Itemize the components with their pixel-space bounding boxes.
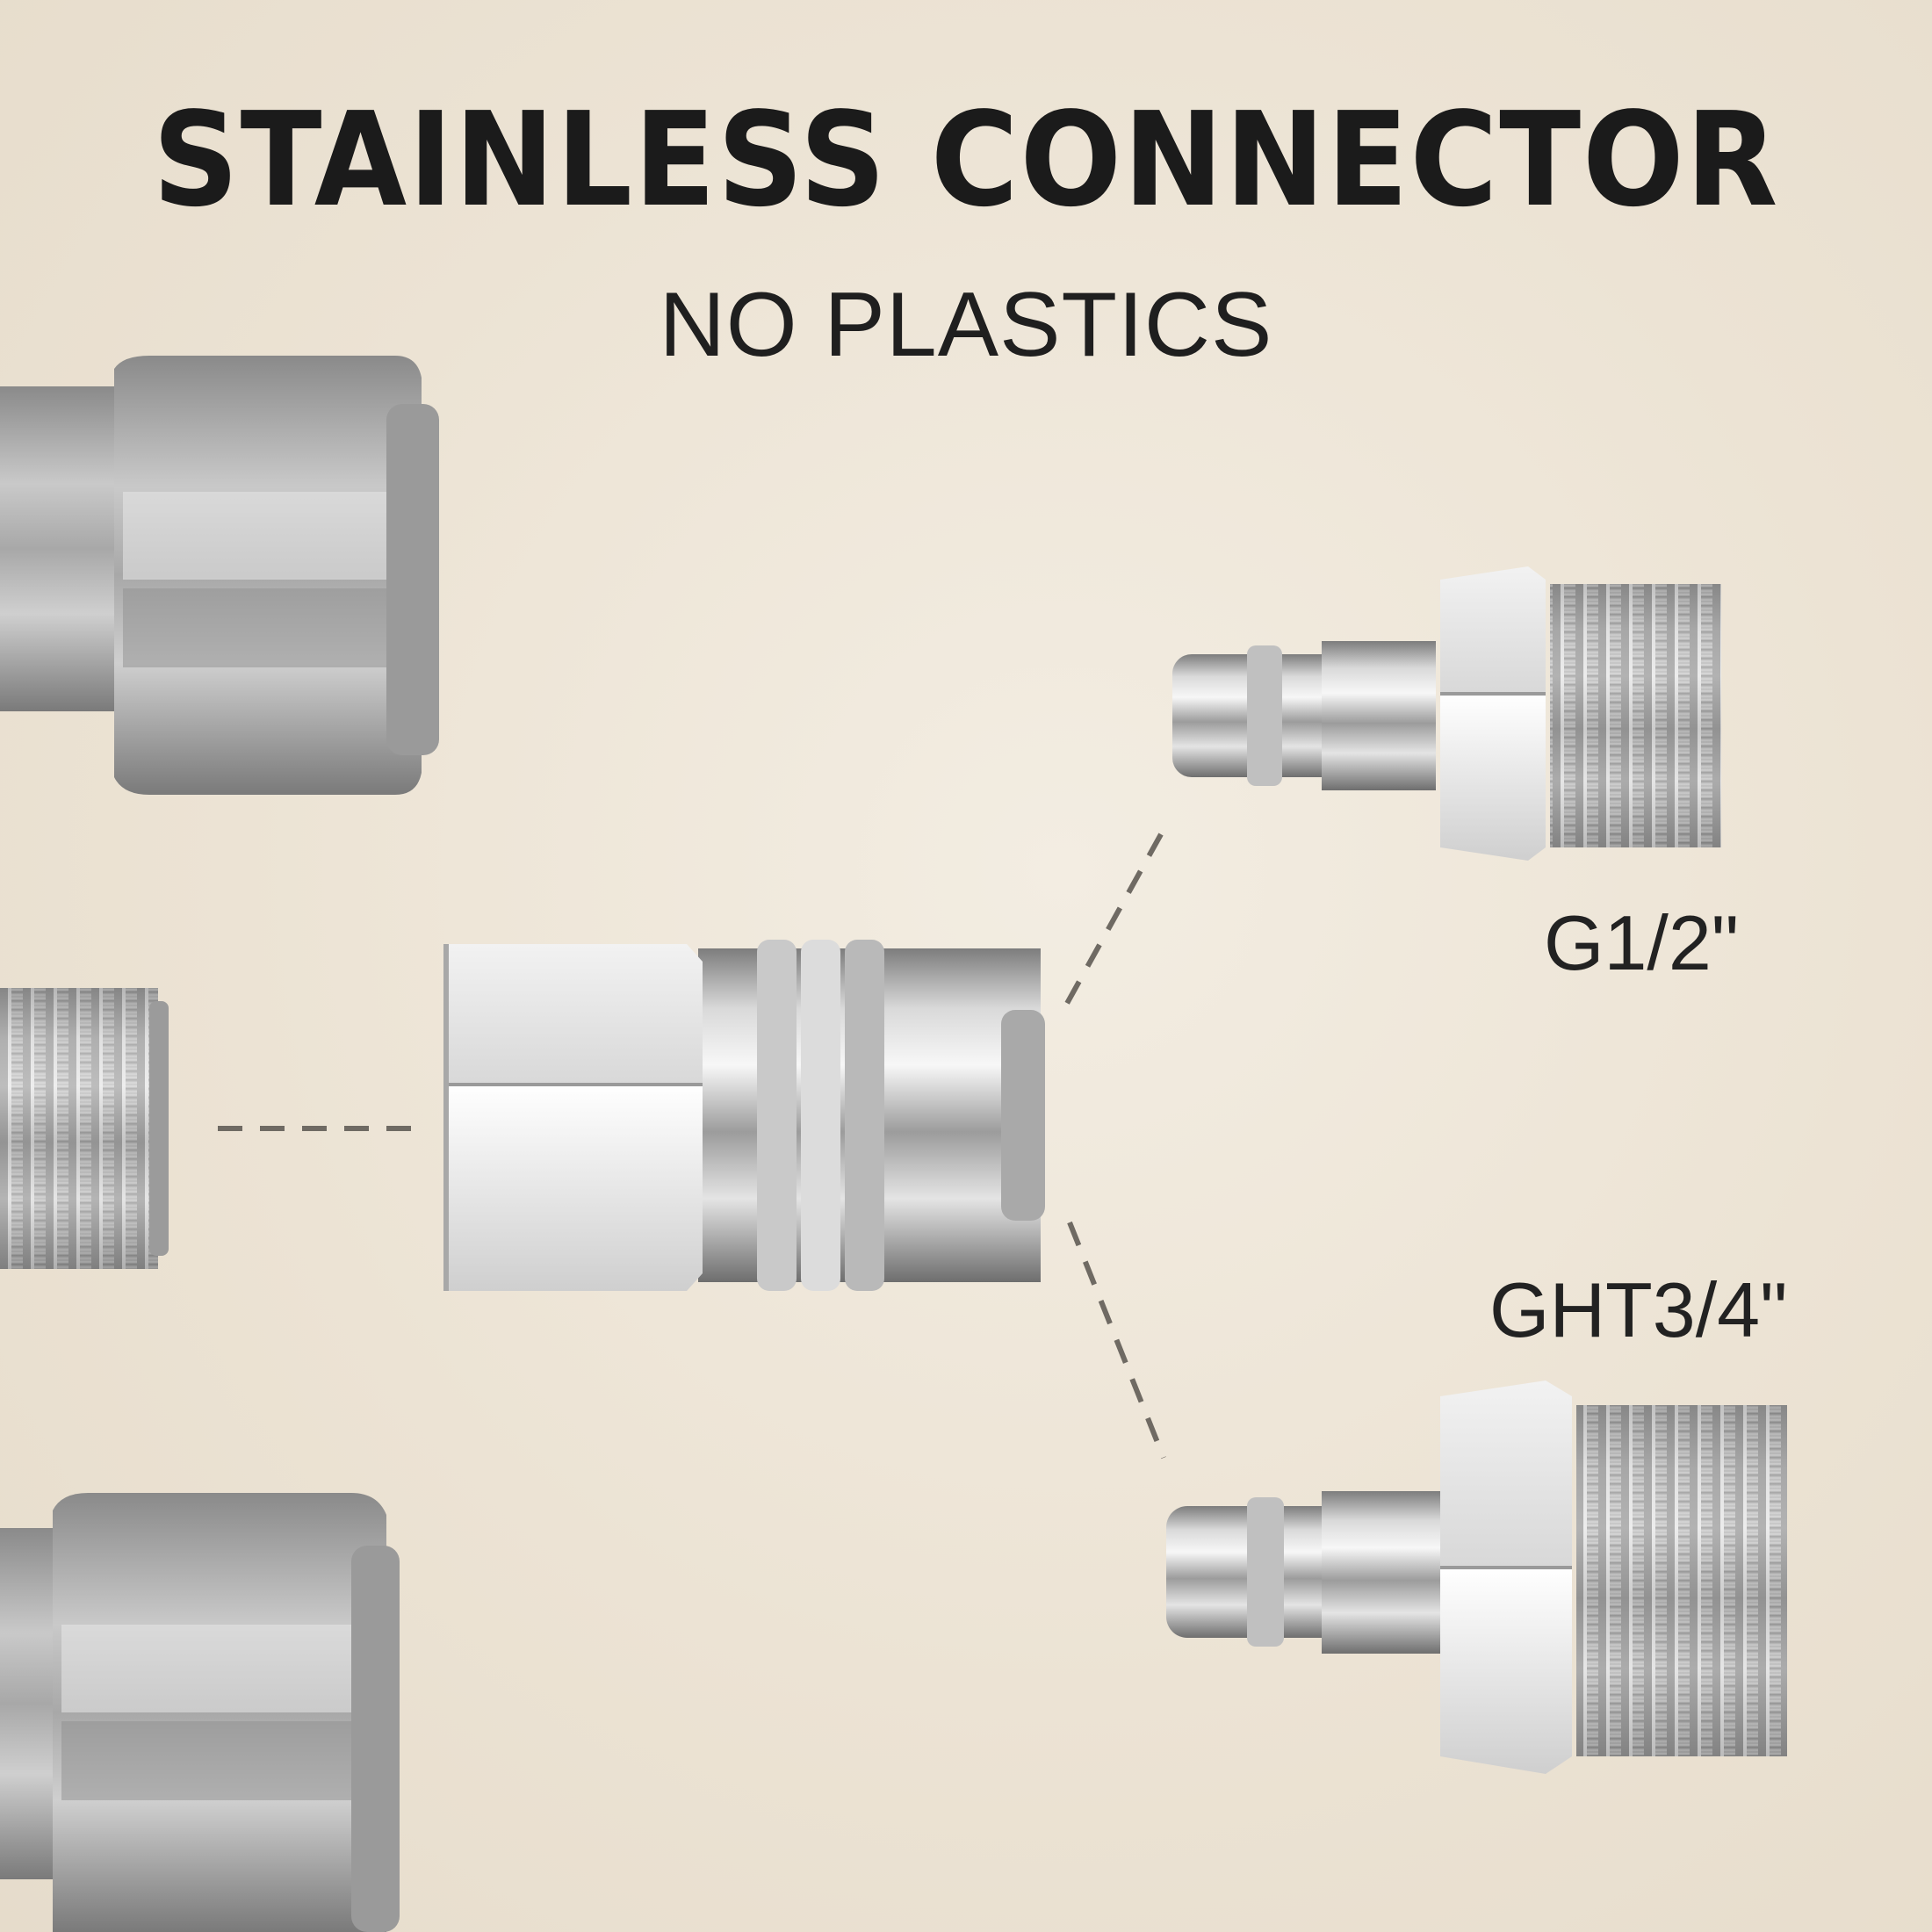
left-threaded-pipe <box>0 988 169 1269</box>
dashed-connectors <box>218 833 1166 1460</box>
bottom-left-nut-fragment <box>0 1493 400 1932</box>
lower-plug-size-label: GHT3/4" <box>1489 1266 1788 1353</box>
top-left-nut-fragment <box>0 356 439 795</box>
lower-plug <box>1166 1381 1787 1774</box>
subheadline: NO PLASTICS <box>659 274 1273 376</box>
upper-plug-size-label: G1/2" <box>1544 899 1740 986</box>
center-quick-coupler <box>443 940 1045 1291</box>
upper-plug <box>1172 566 1721 861</box>
headline: STAINLESS CONNECTOR <box>152 84 1780 235</box>
